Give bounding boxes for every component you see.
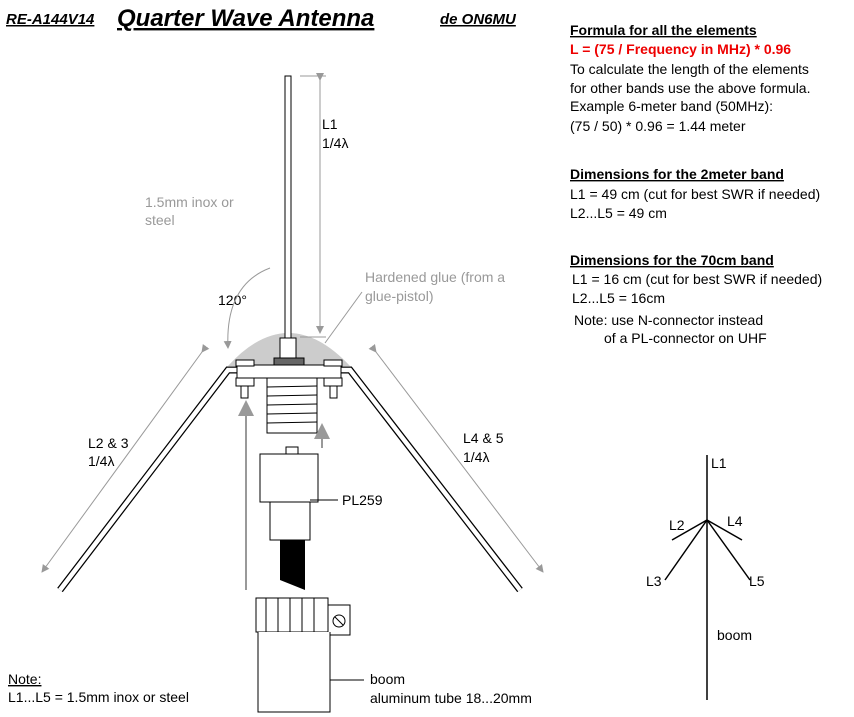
l1-label: L1 (322, 116, 338, 132)
band-70cm-heading: Dimensions for the 70cm band (570, 252, 774, 268)
title-model: RE-A144V14 (6, 11, 95, 28)
rod-clamp (279, 337, 297, 359)
l45-dimension-line (368, 344, 544, 573)
formula-line: To calculate the length of the elements (570, 61, 809, 77)
l45-label: L4 & 5 (463, 430, 504, 446)
glue-label: glue-pistol) (365, 288, 433, 304)
formula-line: for other bands use the above formula. (570, 80, 810, 96)
note-heading: Note: (8, 671, 41, 687)
l23-dimension-line (41, 343, 210, 573)
antenna-schematic (664, 455, 751, 700)
schematic-l3: L3 (646, 573, 662, 589)
title-author: de ON6MU (440, 11, 517, 28)
glue-label: Hardened glue (from a (365, 269, 505, 285)
schematic-l4: L4 (727, 513, 743, 529)
vertical-element-l1 (284, 75, 292, 339)
connector-flange (273, 357, 305, 366)
schematic-l1: L1 (711, 455, 727, 471)
formula-equation: L = (75 / Frequency in MHz) * 0.96 (570, 41, 791, 57)
band-2m-line: L1 = 49 cm (cut for best SWR if needed) (570, 186, 820, 202)
pl259-connector (259, 453, 319, 503)
boom-tube (257, 632, 331, 713)
angle-label: 120° (218, 292, 247, 308)
bolt (329, 385, 338, 399)
rod-material-label: steel (145, 212, 175, 228)
schematic-boom: boom (717, 627, 752, 643)
formula-line: (75 / 50) * 0.96 = 1.44 meter (570, 118, 746, 134)
page-title: Quarter Wave Antenna (117, 5, 374, 32)
bolt (240, 385, 249, 399)
schematic-l5: L5 (749, 573, 765, 589)
l23-quarter-label: 1/4λ (88, 453, 114, 469)
formula-line: Example 6-meter band (50MHz): (570, 98, 773, 114)
formula-heading: Formula for all the elements (570, 22, 757, 38)
mounting-plate (236, 364, 342, 379)
connector-label: PL259 (342, 492, 383, 508)
band-70cm-line: Note: use N-connector instead (574, 312, 763, 328)
note-text: L1...L5 = 1.5mm inox or steel (8, 689, 189, 705)
coax-cable (280, 540, 305, 590)
boom-description: aluminum tube 18...20mm (370, 690, 532, 706)
band-70cm-line: of a PL-connector on UHF (604, 330, 767, 346)
l45-quarter-label: 1/4λ (463, 449, 489, 465)
schematic-l2: L2 (669, 517, 685, 533)
l23-label: L2 & 3 (88, 435, 129, 451)
boom-clamp (255, 597, 329, 633)
band-2m-line: L2...L5 = 49 cm (570, 205, 667, 221)
boom-label: boom (370, 671, 405, 687)
band-70cm-line: L1 = 16 cm (cut for best SWR if needed) (572, 271, 822, 287)
band-2m-heading: Dimensions for the 2meter band (570, 166, 784, 182)
rod-material-label: 1.5mm inox or (145, 194, 234, 210)
band-70cm-line: L2...L5 = 16cm (572, 290, 665, 306)
angle-arc (223, 267, 271, 349)
l1-quarter-label: 1/4λ (322, 135, 348, 151)
